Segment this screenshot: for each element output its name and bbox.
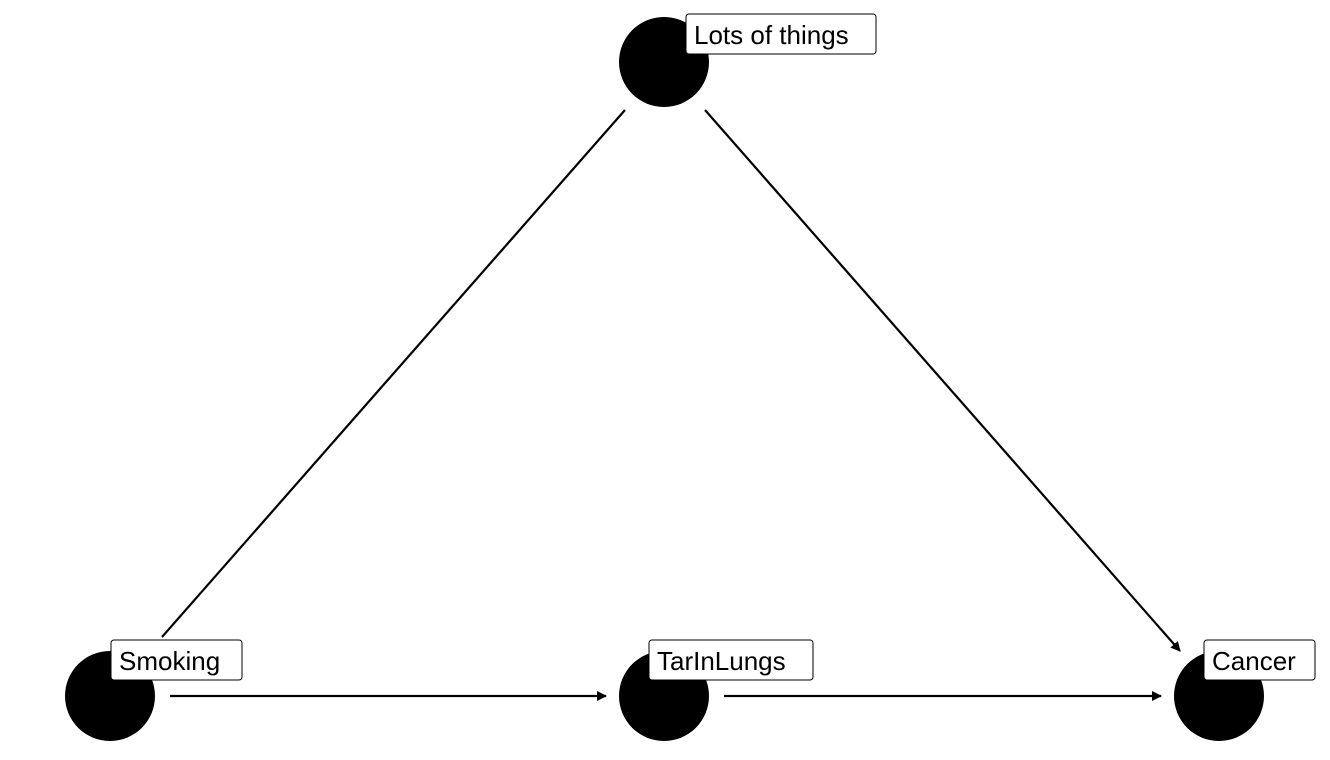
- label-smoking: Smoking: [110, 639, 243, 681]
- label-cancer: Cancer: [1203, 639, 1316, 681]
- label-tarinlungs: TarInLungs: [648, 639, 814, 681]
- labels: Lots of things Smoking TarInLungs Cancer: [110, 13, 1316, 681]
- edges: [161, 109, 1181, 701]
- label-tarinlungs-text: TarInLungs: [657, 646, 786, 676]
- edge-lots-to-cancer: [704, 109, 1181, 652]
- edge-lots-to-smoking: [161, 109, 626, 638]
- label-lots-of-things-text: Lots of things: [694, 20, 849, 50]
- label-smoking-text: Smoking: [119, 646, 220, 676]
- label-cancer-text: Cancer: [1212, 646, 1296, 676]
- label-lots-of-things: Lots of things: [685, 13, 877, 55]
- nodes: [65, 17, 1264, 741]
